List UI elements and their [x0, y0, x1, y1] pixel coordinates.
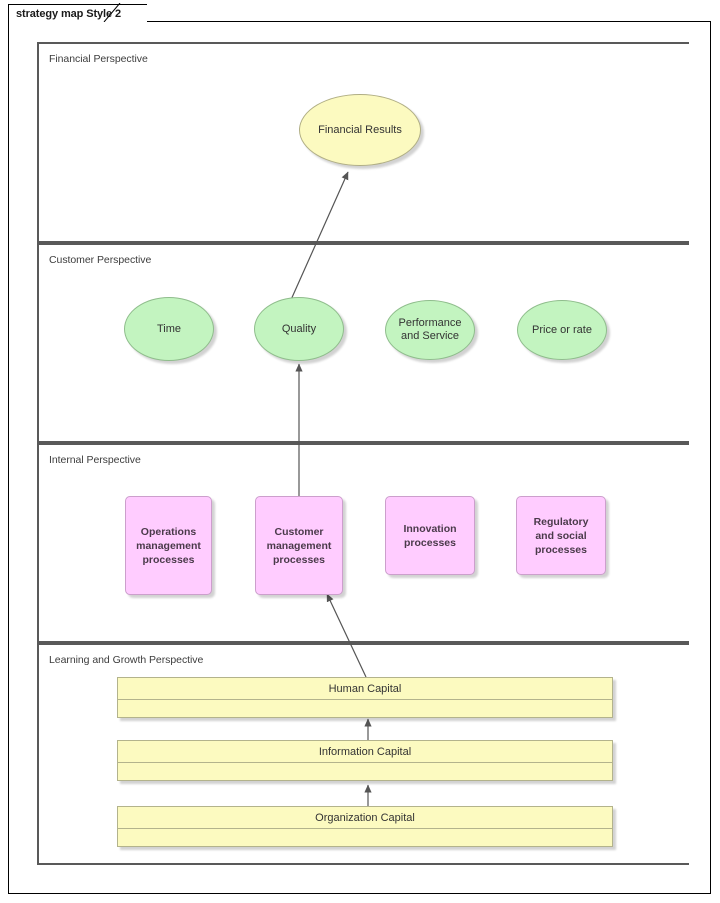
node-human-capital-label: Human Capital	[328, 682, 402, 695]
band-financial-perspective: Financial Perspective	[37, 42, 689, 243]
node-operations-management-processes[interactable]: Operations management processes	[125, 496, 212, 595]
band-financial-perspective-label: Financial Perspective	[49, 53, 148, 65]
node-financial-results-label: Financial Results	[318, 123, 402, 136]
band-customer-perspective-label: Customer Perspective	[49, 254, 152, 266]
band-customer-perspective: Customer Perspective	[37, 243, 689, 443]
node-performance-and-service-label: Performance and Service	[398, 317, 462, 342]
node-information-capital-label: Information Capital	[318, 745, 412, 758]
node-organization-capital[interactable]: Organization Capital	[117, 806, 613, 847]
node-regulatory-and-social-processes-label: Regulatory and social processes	[533, 515, 589, 556]
node-information-capital-body	[118, 763, 612, 780]
node-information-capital[interactable]: Information Capital	[117, 740, 613, 781]
diagram-title-label: strategy map Style 2	[16, 7, 121, 20]
node-quality-label: Quality	[281, 322, 317, 335]
node-information-capital-header: Information Capital	[118, 741, 612, 763]
node-organization-capital-header: Organization Capital	[118, 807, 612, 829]
node-time[interactable]: Time	[124, 297, 214, 361]
band-learning-and-growth-perspective-label: Learning and Growth Perspective	[49, 654, 204, 666]
node-organization-capital-label: Organization Capital	[315, 811, 415, 824]
node-organization-capital-body	[118, 829, 612, 846]
diagram-title-tab[interactable]: strategy map Style 2	[8, 4, 147, 22]
node-performance-and-service[interactable]: Performance and Service	[385, 300, 475, 360]
node-innovation-processes[interactable]: Innovation processes	[385, 496, 475, 575]
node-price-or-rate-label: Price or rate	[532, 323, 592, 336]
node-quality[interactable]: Quality	[254, 297, 344, 361]
node-human-capital[interactable]: Human Capital	[117, 677, 613, 718]
node-operations-management-processes-label: Operations management processes	[136, 525, 201, 566]
node-time-label: Time	[156, 322, 182, 335]
node-innovation-processes-label: Innovation processes	[403, 522, 457, 549]
node-customer-management-processes[interactable]: Customer management processes	[255, 496, 343, 595]
node-customer-management-processes-label: Customer management processes	[266, 525, 332, 566]
node-price-or-rate[interactable]: Price or rate	[517, 300, 607, 360]
node-financial-results[interactable]: Financial Results	[299, 94, 421, 166]
node-human-capital-body	[118, 700, 612, 717]
band-internal-perspective-label: Internal Perspective	[49, 454, 141, 466]
node-regulatory-and-social-processes[interactable]: Regulatory and social processes	[516, 496, 606, 575]
node-human-capital-header: Human Capital	[118, 678, 612, 700]
